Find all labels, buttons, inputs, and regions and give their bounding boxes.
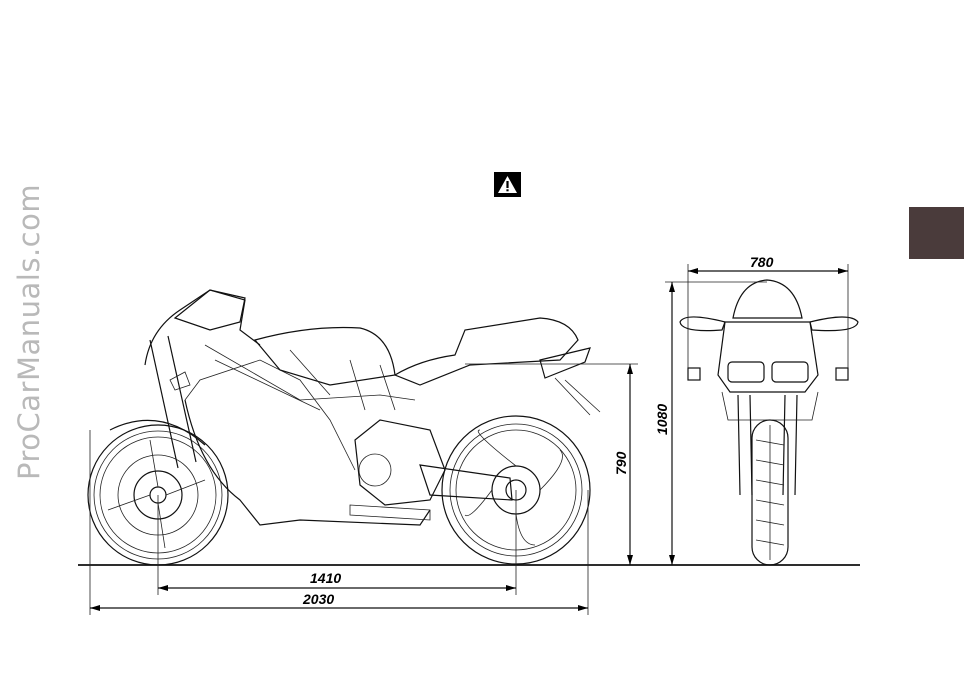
svg-text:1410: 1410 xyxy=(310,570,341,586)
dimension-overall-width: 780 xyxy=(688,254,848,368)
svg-text:780: 780 xyxy=(750,254,774,270)
dimension-seat-height: 790 xyxy=(465,364,638,565)
svg-text:790: 790 xyxy=(613,451,629,475)
motorcycle-front-view xyxy=(680,280,858,565)
svg-text:1080: 1080 xyxy=(654,404,670,435)
svg-text:2030: 2030 xyxy=(302,591,334,607)
motorcycle-side-view xyxy=(88,290,600,565)
dimension-wheelbase: 1410 xyxy=(158,490,516,595)
